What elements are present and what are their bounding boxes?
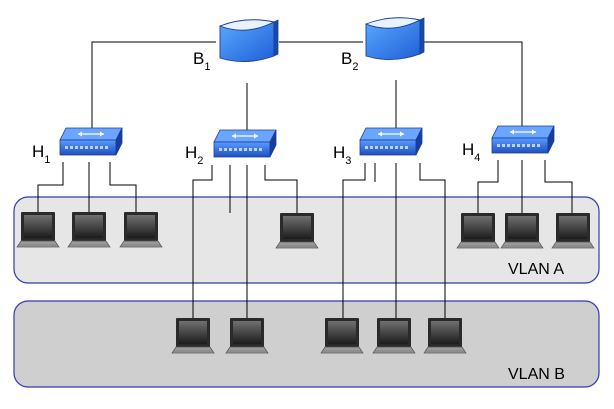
bridge-b2: B2	[341, 17, 425, 73]
computer-icon	[320, 317, 364, 354]
computer-icon	[500, 212, 544, 249]
computer-icon	[551, 212, 595, 249]
hub-h3: H3	[333, 127, 423, 167]
hub-icon	[491, 125, 555, 154]
computer-icon	[16, 211, 60, 248]
network-links	[37, 41, 573, 320]
bridge-b1: B1	[193, 19, 279, 73]
computer-icon	[225, 317, 269, 354]
computer-icon	[119, 211, 163, 248]
hub-h3-label: H3	[333, 143, 351, 167]
bridge-b1-label: B1	[193, 49, 210, 73]
computer-icon	[171, 317, 215, 354]
hub-h1: H1	[32, 127, 123, 166]
hub-h2-label: H2	[185, 143, 203, 167]
bridge-icon	[365, 17, 425, 61]
hub-h4-label: H4	[462, 140, 480, 164]
computer-icon	[423, 317, 467, 354]
hub-icon	[213, 129, 277, 158]
computer-icon	[456, 212, 500, 249]
bridge-b2-label: B2	[341, 49, 358, 73]
bridge-icon	[219, 19, 279, 63]
computer-icon	[67, 211, 111, 248]
vlan-a-label: VLAN A	[508, 261, 564, 278]
hub-h1-label: H1	[32, 142, 50, 166]
hub-icon	[359, 127, 423, 156]
computer-icon	[275, 212, 319, 249]
hub-icon	[59, 127, 123, 156]
vlan-b-label: VLAN B	[508, 366, 565, 383]
hub-h2: H2	[185, 129, 277, 167]
vlan-a-computers	[16, 211, 595, 249]
hub-h4: H4	[462, 125, 555, 164]
computer-icon	[372, 317, 416, 354]
